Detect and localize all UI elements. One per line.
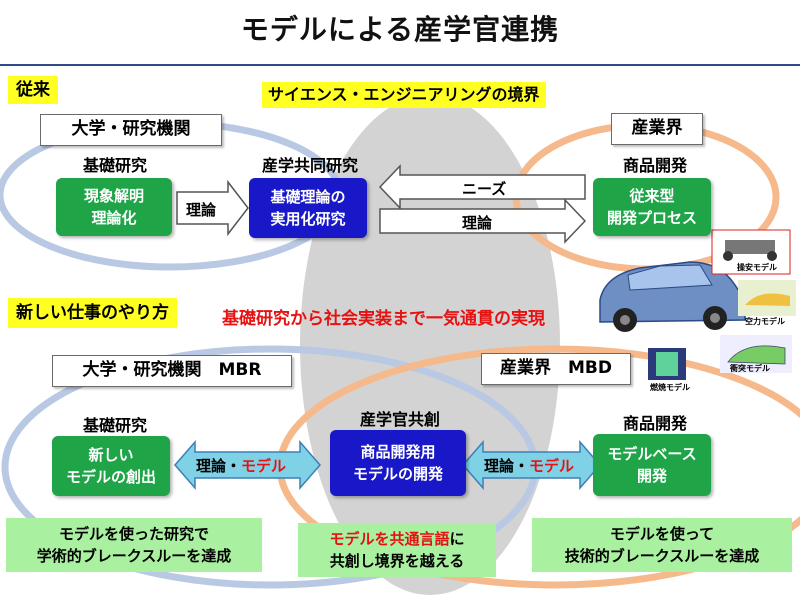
arrow-left-part1: 理論・	[196, 457, 242, 475]
title-divider	[0, 64, 800, 66]
bottom-left-line2: 学術的ブレークスルーを達成	[36, 547, 232, 565]
industry-header-top: 産業界	[611, 113, 703, 145]
product-dev-label-top: 商品開発	[622, 156, 687, 175]
new-way-tag: 新しい仕事のやり方	[8, 298, 177, 328]
green-right-bottom-line2: 開発	[636, 467, 667, 485]
bottom-center-red: モデルを共通言語	[329, 530, 450, 548]
aero-model-label: 空力モデル	[745, 317, 785, 326]
theory-arrow-right-label: 理論	[462, 214, 493, 232]
product-dev-label-bottom: 商品開発	[622, 414, 687, 433]
boundary-label: サイエンス・エンジニアリングの境界	[262, 82, 546, 108]
bottom-right-line2: 技術的ブレークスルーを達成	[564, 547, 760, 565]
model-based-dev-box: モデルベース 開発	[593, 434, 711, 496]
bottom-center-black1: に	[449, 530, 465, 548]
basic-research-label-bottom: 基礎研究	[82, 416, 147, 435]
handling-model-thumb	[711, 229, 791, 275]
basic-research-label-top: 基礎研究	[82, 156, 147, 175]
green-right-line1: 従来型	[629, 187, 675, 205]
arrow-left-part2: モデル	[241, 457, 287, 475]
combustion-model-label: 燃焼モデル	[650, 383, 690, 392]
crash-model-label: 衝突モデル	[730, 364, 770, 373]
bottom-center-line2: 共創し境界を越える	[329, 552, 465, 570]
industry-header-bottom: 産業界 MBD	[481, 353, 631, 385]
theory-model-arrow-left	[174, 439, 321, 491]
arrow-right-part2: モデル	[529, 457, 575, 475]
page-title: モデルによる産学官連携	[240, 13, 560, 46]
green-left-line2: 理論化	[91, 209, 137, 227]
bottom-right-line1: モデルを使って	[609, 525, 715, 543]
technical-breakthrough-box: モデルを使って 技術的ブレークスルーを達成	[532, 518, 792, 572]
product-model-dev-box: 商品開発用 モデルの開発	[330, 430, 466, 496]
blue-center-line2: 実用化研究	[270, 210, 346, 228]
theory-arrow-left-label: 理論	[186, 201, 217, 219]
conventional-process-box: 従来型 開発プロセス	[593, 178, 711, 236]
new-way-headline: 基礎研究から社会実装まで一気通貫の実現	[222, 309, 545, 329]
arrow-right-part1: 理論・	[484, 457, 530, 475]
combustion-model-thumb	[648, 348, 686, 380]
green-right-bottom-line1: モデルベース	[607, 445, 697, 463]
green-left-bottom-line2: モデルの創出	[65, 468, 156, 486]
conventional-tag: 従来	[8, 76, 58, 104]
common-language-box: モデルを共通言語に 共創し境界を越える	[298, 523, 496, 577]
green-right-line2: 開発プロセス	[606, 209, 697, 227]
academic-breakthrough-box: モデルを使った研究で 学術的ブレークスルーを達成	[6, 518, 262, 572]
university-header-top: 大学・研究機関	[40, 114, 222, 146]
university-header-bottom: 大学・研究機関 MBR	[52, 355, 292, 387]
blue-center-line1: 基礎理論の	[270, 188, 346, 206]
green-left-bottom-line1: 新しい	[88, 446, 134, 464]
needs-arrow-label: ニーズ	[462, 180, 507, 198]
phenomenon-theory-box: 現象解明 理論化	[56, 178, 172, 236]
theory-arrow-right	[379, 198, 587, 244]
co-creation-label: 産学官共創	[359, 410, 440, 429]
bottom-center-line1: モデルを共通言語に	[329, 528, 464, 550]
applied-research-box: 基礎理論の 実用化研究	[249, 178, 367, 238]
crash-model-thumb	[720, 335, 792, 373]
theory-model-arrow-left-label: 理論・モデル	[196, 455, 286, 476]
new-model-creation-box: 新しい モデルの創出	[52, 436, 170, 496]
joint-research-label: 産学共同研究	[261, 156, 358, 175]
needs-arrow	[378, 164, 586, 210]
green-left-line1: 現象解明	[83, 187, 144, 205]
theory-arrow-left	[176, 179, 249, 237]
blue-center-bottom-line1: 商品開発用	[360, 443, 436, 461]
handling-model-label: 操安モデル	[737, 263, 777, 272]
car-model-image	[599, 261, 746, 332]
blue-center-bottom-line2: モデルの開発	[352, 465, 443, 483]
bottom-left-line1: モデルを使った研究で	[58, 525, 209, 543]
aero-model-thumb	[738, 280, 796, 316]
theory-model-arrow-right-label: 理論・モデル	[484, 455, 574, 476]
